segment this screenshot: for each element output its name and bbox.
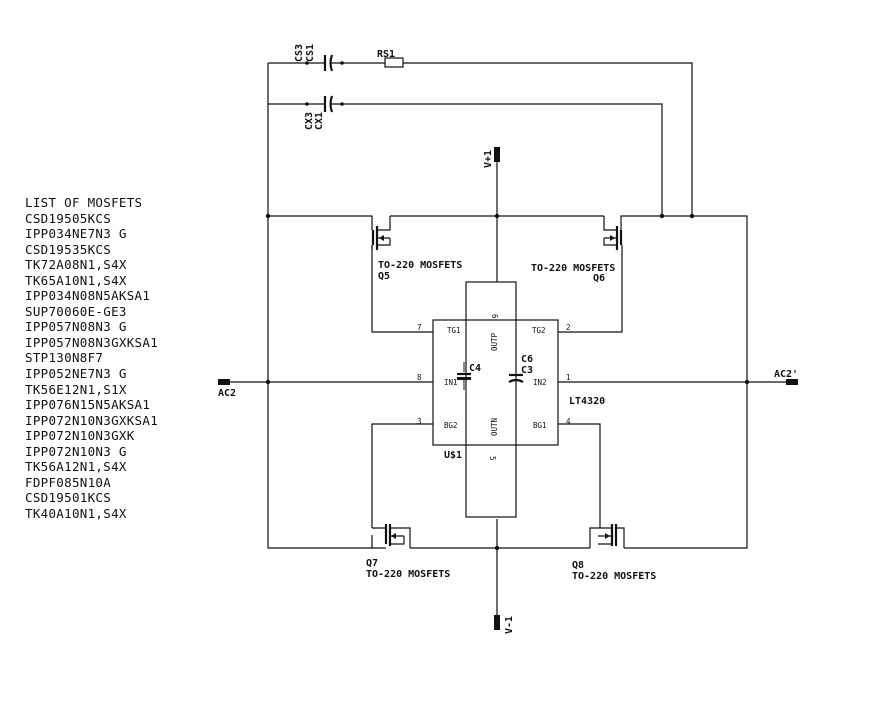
pin-outn-label: OUTN — [490, 418, 499, 436]
pin-bg2-number: 3 — [417, 417, 422, 426]
pin-tg1-number: 7 — [417, 323, 422, 332]
capacitor-c3 — [508, 362, 524, 392]
mosfet-list-item: TK72A08N1,S4X — [25, 257, 127, 273]
ac2p-label: AC2' — [774, 369, 798, 380]
mosfet-list-item: IPP052NE7N3 G — [25, 366, 127, 382]
q5-ref-label: Q5 — [378, 271, 390, 282]
mosfet-list-item: CSD19501KCS — [25, 490, 112, 506]
pin-tg1-label: TG1 — [447, 326, 461, 335]
mosfet-list-item: TK56E12N1,S1X — [25, 381, 127, 397]
q5-type-label: TO-220 MOSFETS — [378, 260, 462, 271]
mosfet-list-item: CSD19535KCS — [25, 241, 112, 257]
pin-outp-label: OUTP — [490, 332, 499, 351]
mosfet-q7 — [371, 524, 411, 549]
mosfet-list-title: LIST OF MOSFETS — [25, 195, 143, 210]
mosfet-q5 — [268, 215, 391, 250]
c6-label: C6 — [521, 354, 533, 365]
mosfet-list-item: STP130N8F7 — [25, 350, 104, 366]
mosfet-list-item: IPP072N10N3GXKSA1 — [25, 412, 159, 428]
c4-label: C4 — [469, 363, 481, 374]
c3-label: C3 — [521, 365, 533, 376]
cs1-label: CS1 — [305, 44, 316, 62]
resistor-rs1 — [384, 57, 404, 68]
mosfet-list-item: TK56A12N1,S4X — [25, 459, 127, 475]
mosfet-list-item: IPP034NE7N3 G — [25, 226, 127, 242]
mosfet-list-item: CSD19505KCS — [25, 210, 112, 226]
q8-gate-wire — [558, 423, 601, 528]
pin-bg2-label: BG2 — [444, 421, 458, 430]
mosfet-list-item: IPP072N10N3GXK — [25, 428, 135, 444]
q7-gate-wire — [371, 423, 433, 528]
vneg-net-wire — [496, 519, 590, 615]
pin-bg1-label: BG1 — [533, 421, 547, 430]
vneg-terminal — [494, 615, 500, 630]
mosfet-list-item: IPP034N08N5AKSA1 — [25, 288, 151, 304]
mosfet-list-item: TK65A10N1,S4X — [25, 272, 127, 288]
mosfet-list-item: TK40A10N1,S4X — [25, 505, 127, 521]
ac2-label: AC2 — [218, 388, 236, 399]
vpos-label: V+1 — [483, 150, 494, 168]
capacitor-c4 — [457, 362, 471, 390]
cx1-label: CX1 — [314, 112, 325, 130]
pin-in2-label: IN2 — [533, 378, 547, 387]
cx3-label: CX3 — [304, 112, 315, 130]
pin-in1-number: 8 — [417, 373, 422, 382]
lt4320-ic — [432, 281, 559, 518]
vneg-label: V-1 — [504, 616, 515, 634]
q8-type-label: TO-220 MOSFETS — [572, 571, 656, 582]
mosfet-list-item: IPP057N08N3 G — [25, 319, 127, 335]
mosfet-list-item: SUP70060E-GE3 — [25, 303, 127, 319]
q7-type-label: TO-220 MOSFETS — [366, 569, 450, 580]
mosfet-list-item: IPP072N10N3 G — [25, 443, 127, 459]
pin-tg2-number: 2 — [566, 323, 571, 332]
pin-outp-number: 6 — [490, 314, 499, 319]
mosfet-list: LIST OF MOSFETS CSD19505KCS IPP034NE7N3 … — [25, 195, 158, 521]
mosfet-q6 — [603, 215, 624, 250]
ac2-terminal — [218, 379, 230, 385]
pin-in1-label: IN1 — [444, 378, 458, 387]
pin-in2-number: 1 — [566, 373, 571, 382]
mosfet-list-item: IPP076N15N5AKSA1 — [25, 397, 151, 413]
mosfet-list-item: FDPF085N10A — [25, 474, 112, 490]
snubber-cx-branch — [268, 95, 665, 219]
rs1-label: RS1 — [377, 49, 395, 60]
ac2p-terminal — [786, 379, 798, 385]
vpos-terminal — [494, 147, 500, 162]
cs3-label: CS3 — [294, 44, 305, 62]
pin-outn-number: 5 — [488, 456, 497, 461]
q7-ref-label: Q7 — [366, 558, 378, 569]
q6-type-label: TO-220 MOSFETS — [531, 263, 615, 274]
q6-gate-wire — [558, 245, 623, 333]
ic-ref-label: U$1 — [444, 450, 462, 461]
mosfet-list-item: IPP057N08N3GXKSA1 — [25, 334, 159, 350]
q8-ref-label: Q8 — [572, 560, 584, 571]
q5-gate-wire — [371, 245, 433, 333]
snubber-rs-branch — [268, 54, 695, 219]
pin-tg2-label: TG2 — [532, 326, 546, 335]
left-rail — [267, 63, 372, 549]
mosfet-q8 — [589, 524, 625, 548]
q6-ref-label: Q6 — [593, 273, 605, 284]
ic-name-label: LT4320 — [569, 396, 605, 407]
pin-bg1-number: 4 — [566, 417, 571, 426]
